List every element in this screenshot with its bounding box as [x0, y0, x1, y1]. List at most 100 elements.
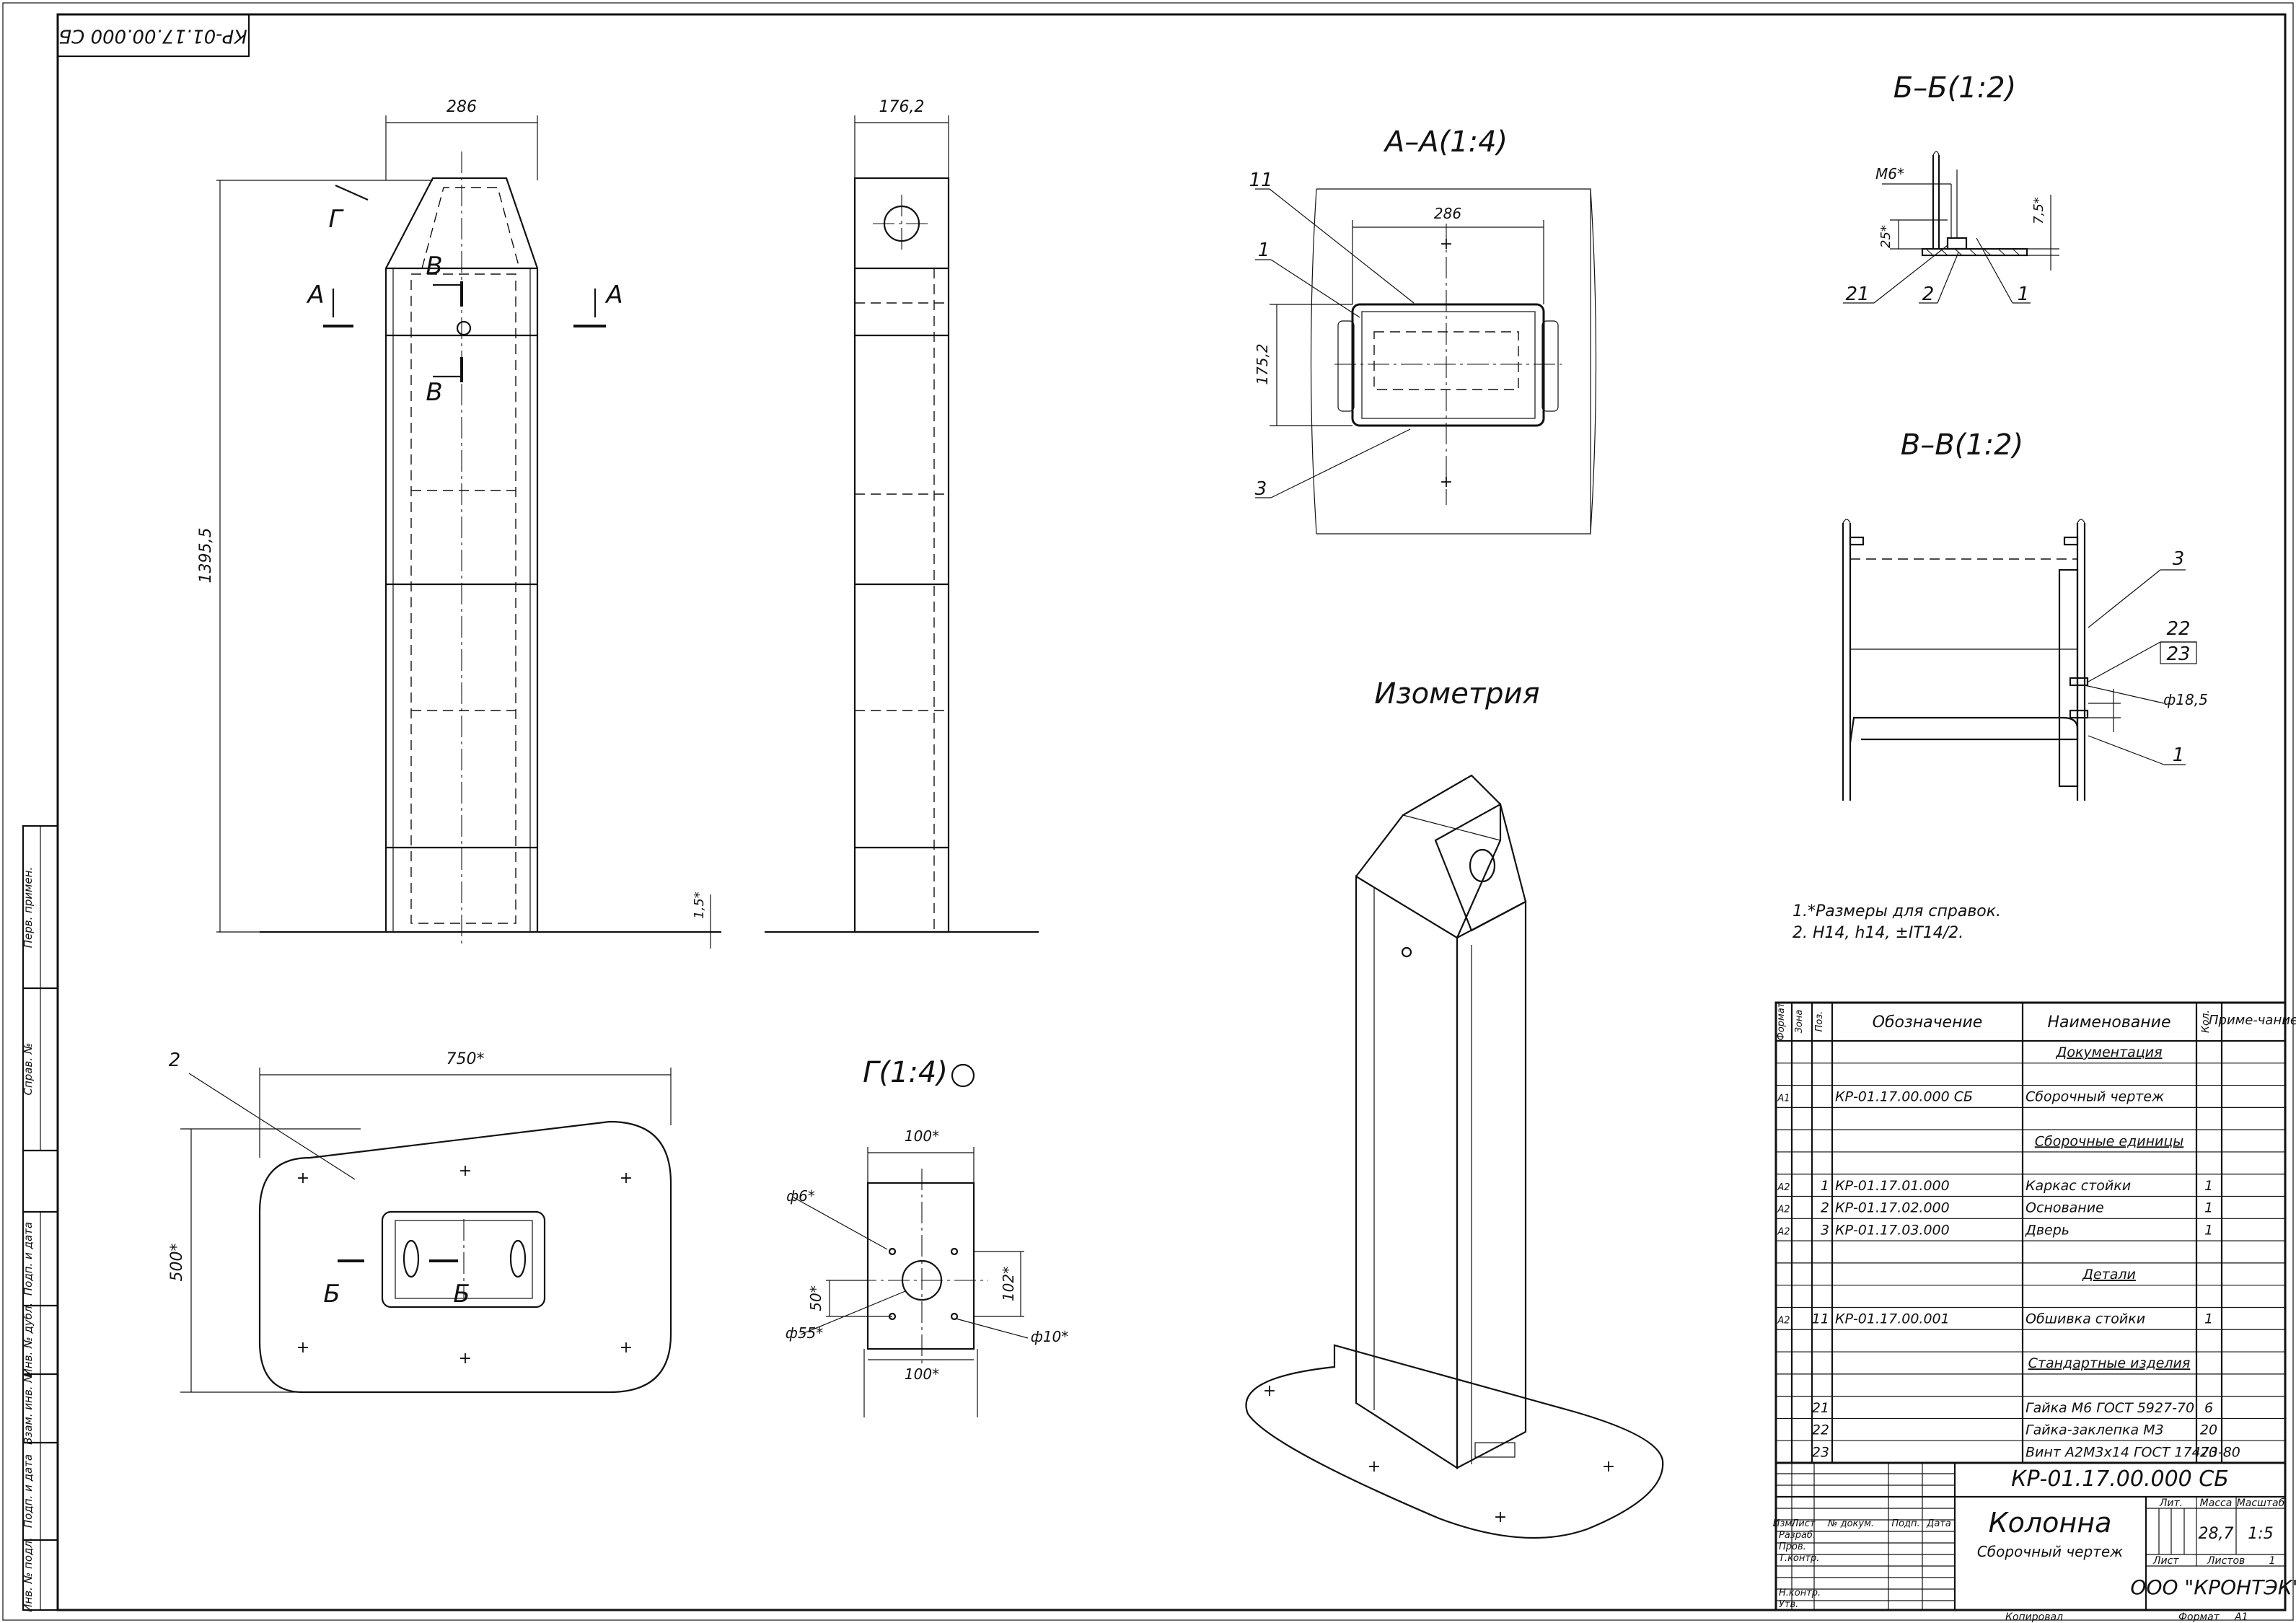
tb-product: Колонна — [1989, 1507, 2112, 1539]
tb-col-doc: № докум. — [1827, 1518, 1874, 1529]
plan-pos-2: 2 — [169, 1050, 181, 1071]
strip-podp-data1: Подп. и дата — [22, 1222, 35, 1296]
plan-mark: + — [620, 1169, 633, 1187]
plan-width-dim: 750* — [447, 1050, 485, 1068]
spec-cell-designation: КР-01.17.03.000 — [1835, 1222, 1950, 1238]
spec-cell-name: Основание — [2026, 1200, 2104, 1216]
strip-inv-podl: Инв. № подл. — [22, 1537, 35, 1611]
view-g-d55: ф55* — [786, 1324, 824, 1342]
title-block: Изм. Лист № докум. Подп. Дата Разраб. Пр… — [1773, 1461, 2296, 1623]
front-cut-v-top: В — [426, 252, 442, 281]
spec-cell-designation: КР-01.17.01.000 — [1835, 1178, 1950, 1194]
section-aa-mark: + — [1440, 473, 1453, 491]
section-bb-pos21: 21 — [1845, 283, 1869, 305]
front-base-dim: 1,5* — [692, 892, 707, 919]
view-g: Г(1:4) 100* 100* ф6* ф55* 50* 102* ф10* — [786, 1056, 1069, 1417]
spec-table: Формат Зона Поз. Обозначение Наименовани… — [1774, 1001, 2296, 1464]
tb-role-prov: Пров. — [1779, 1541, 1806, 1552]
view-g-d6: ф6* — [786, 1187, 815, 1205]
strip-vzam: Взам. инв. № — [22, 1371, 35, 1445]
section-bb-pos2: 2 — [1922, 283, 1935, 305]
spec-header-pos: Поз. — [1814, 1011, 1825, 1032]
tb-copied: Копировал — [2005, 1611, 2063, 1623]
section-aa-mark: + — [1440, 235, 1453, 253]
spec-cell-name: Гайка М6 ГОСТ 5927-70 — [2026, 1400, 2194, 1416]
plan-cut-b-right: Б — [453, 1280, 470, 1308]
section-bb-d25: 25* — [1878, 225, 1893, 248]
spec-cell-pos: 1 — [1821, 1178, 1829, 1194]
section-bb-pos1: 1 — [2018, 283, 2030, 305]
spec-header-note: Приме-чание — [2209, 1013, 2296, 1028]
spec-cell-designation: КР-01.17.00.000 СБ — [1835, 1089, 1973, 1105]
view-g-h50: 50* — [807, 1285, 824, 1311]
section-bb-title: Б–Б(1:2) — [1893, 71, 2016, 105]
tb-code: КР-01.17.00.000 СБ — [2011, 1466, 2229, 1492]
tb-format-label: Формат — [2178, 1611, 2220, 1623]
strip-inv-dubl: Инв. № дубл. — [22, 1303, 35, 1377]
plan-mark: + — [459, 1162, 472, 1180]
view-g-width-top: 100* — [905, 1127, 939, 1145]
section-aa-title: А–А(1:4) — [1383, 126, 1508, 159]
spec-cell-pos: 3 — [1821, 1222, 1829, 1238]
spec-section-title: Стандартные изделия — [2028, 1355, 2191, 1371]
tb-mass-label: Масса — [2200, 1497, 2233, 1509]
spec-cell-pos: 2 — [1821, 1200, 1829, 1216]
front-cut-a-right: А — [604, 281, 623, 309]
plan-mark: + — [459, 1350, 472, 1368]
spec-cell-name: Каркас стойки — [2026, 1178, 2131, 1194]
section-bb-m6: М6* — [1875, 165, 1904, 182]
spec-cell-qty: 1 — [2204, 1200, 2213, 1216]
spec-cell-name: Обшивка стойки — [2026, 1311, 2145, 1327]
sheet-frame — [56, 13, 2287, 1611]
spec-cell-pos: 21 — [1812, 1400, 1829, 1416]
section-aa-pos11: 11 — [1249, 170, 1272, 191]
side-strip: Перв. примен. Справ. № Подп. и дата Инв.… — [22, 824, 59, 1612]
view-g-title: Г(1:4) — [863, 1056, 948, 1089]
spec-cell-designation: КР-01.17.02.000 — [1835, 1200, 1950, 1216]
view-g-width-bottom: 100* — [905, 1365, 939, 1383]
spec-cell-format: А2 — [1777, 1182, 1790, 1193]
plan-cut-b-left: Б — [323, 1280, 340, 1308]
spec-cell-name: Гайка-заклепка М3 — [2026, 1422, 2164, 1438]
front-height-dim: 1395,5 — [197, 528, 215, 584]
tb-lit-label: Лит. — [2159, 1497, 2183, 1509]
spec-cell-qty: 20 — [2200, 1422, 2217, 1438]
notes: 1.*Размеры для справок. 2. H14, h14, ±IT… — [1793, 902, 2001, 942]
section-aa-height: 175,2 — [1254, 343, 1271, 384]
rotated-code-box: КР-01.17.00.000 СБ — [56, 13, 250, 58]
tb-col-izm: Изм. — [1773, 1518, 1795, 1529]
tb-scale: 1:5 — [2248, 1525, 2273, 1543]
plan-mark: + — [296, 1339, 309, 1357]
spec-cell-qty: 1 — [2204, 1311, 2213, 1327]
spec-cell-name: Винт А2М3х14 ГОСТ 17473-80 — [2026, 1444, 2240, 1460]
view-g-d10: ф10* — [1031, 1328, 1069, 1345]
tb-sheets-label: Листов — [2207, 1555, 2245, 1567]
front-cut-v-bottom: В — [426, 378, 442, 407]
spec-header-format: Формат — [1776, 1002, 1787, 1040]
spec-cell-format: А2 — [1777, 1226, 1790, 1237]
iso-mark: + — [1494, 1508, 1507, 1526]
plan-mark: + — [620, 1339, 633, 1357]
spec-cell-format: А1 — [1777, 1094, 1790, 1104]
front-width-dim: 286 — [447, 98, 477, 116]
spec-header-designation: Обозначение — [1873, 1013, 1983, 1032]
note-1: 1.*Размеры для справок. — [1793, 902, 2001, 920]
tb-col-date: Дата — [1926, 1518, 1951, 1529]
spec-cell-name: Сборочный чертеж — [2026, 1089, 2164, 1105]
spec-cell-name: Дверь — [2025, 1222, 2070, 1238]
plan-height-dim: 500* — [168, 1244, 186, 1282]
iso-mark: + — [1602, 1458, 1615, 1476]
section-vv-pos1: 1 — [2173, 744, 2185, 766]
section-bb-d75: 7,5* — [2031, 197, 2046, 224]
rotated-code-text: КР-01.17.00.000 СБ — [58, 25, 247, 47]
iso-mark: + — [1368, 1458, 1381, 1476]
section-vv-pos23: 23 — [2166, 643, 2190, 665]
strip-perv: Перв. примен. — [22, 867, 35, 949]
front-view: 286 1395,5 1,5* Г А А В В — [197, 98, 721, 949]
note-2: 2. H14, h14, ±IT14/2. — [1793, 924, 1963, 942]
front-arrow-g: Г — [329, 205, 345, 234]
spec-cell-qty: 20 — [2200, 1444, 2217, 1460]
strip-sprav: Справ. № — [22, 1043, 35, 1096]
